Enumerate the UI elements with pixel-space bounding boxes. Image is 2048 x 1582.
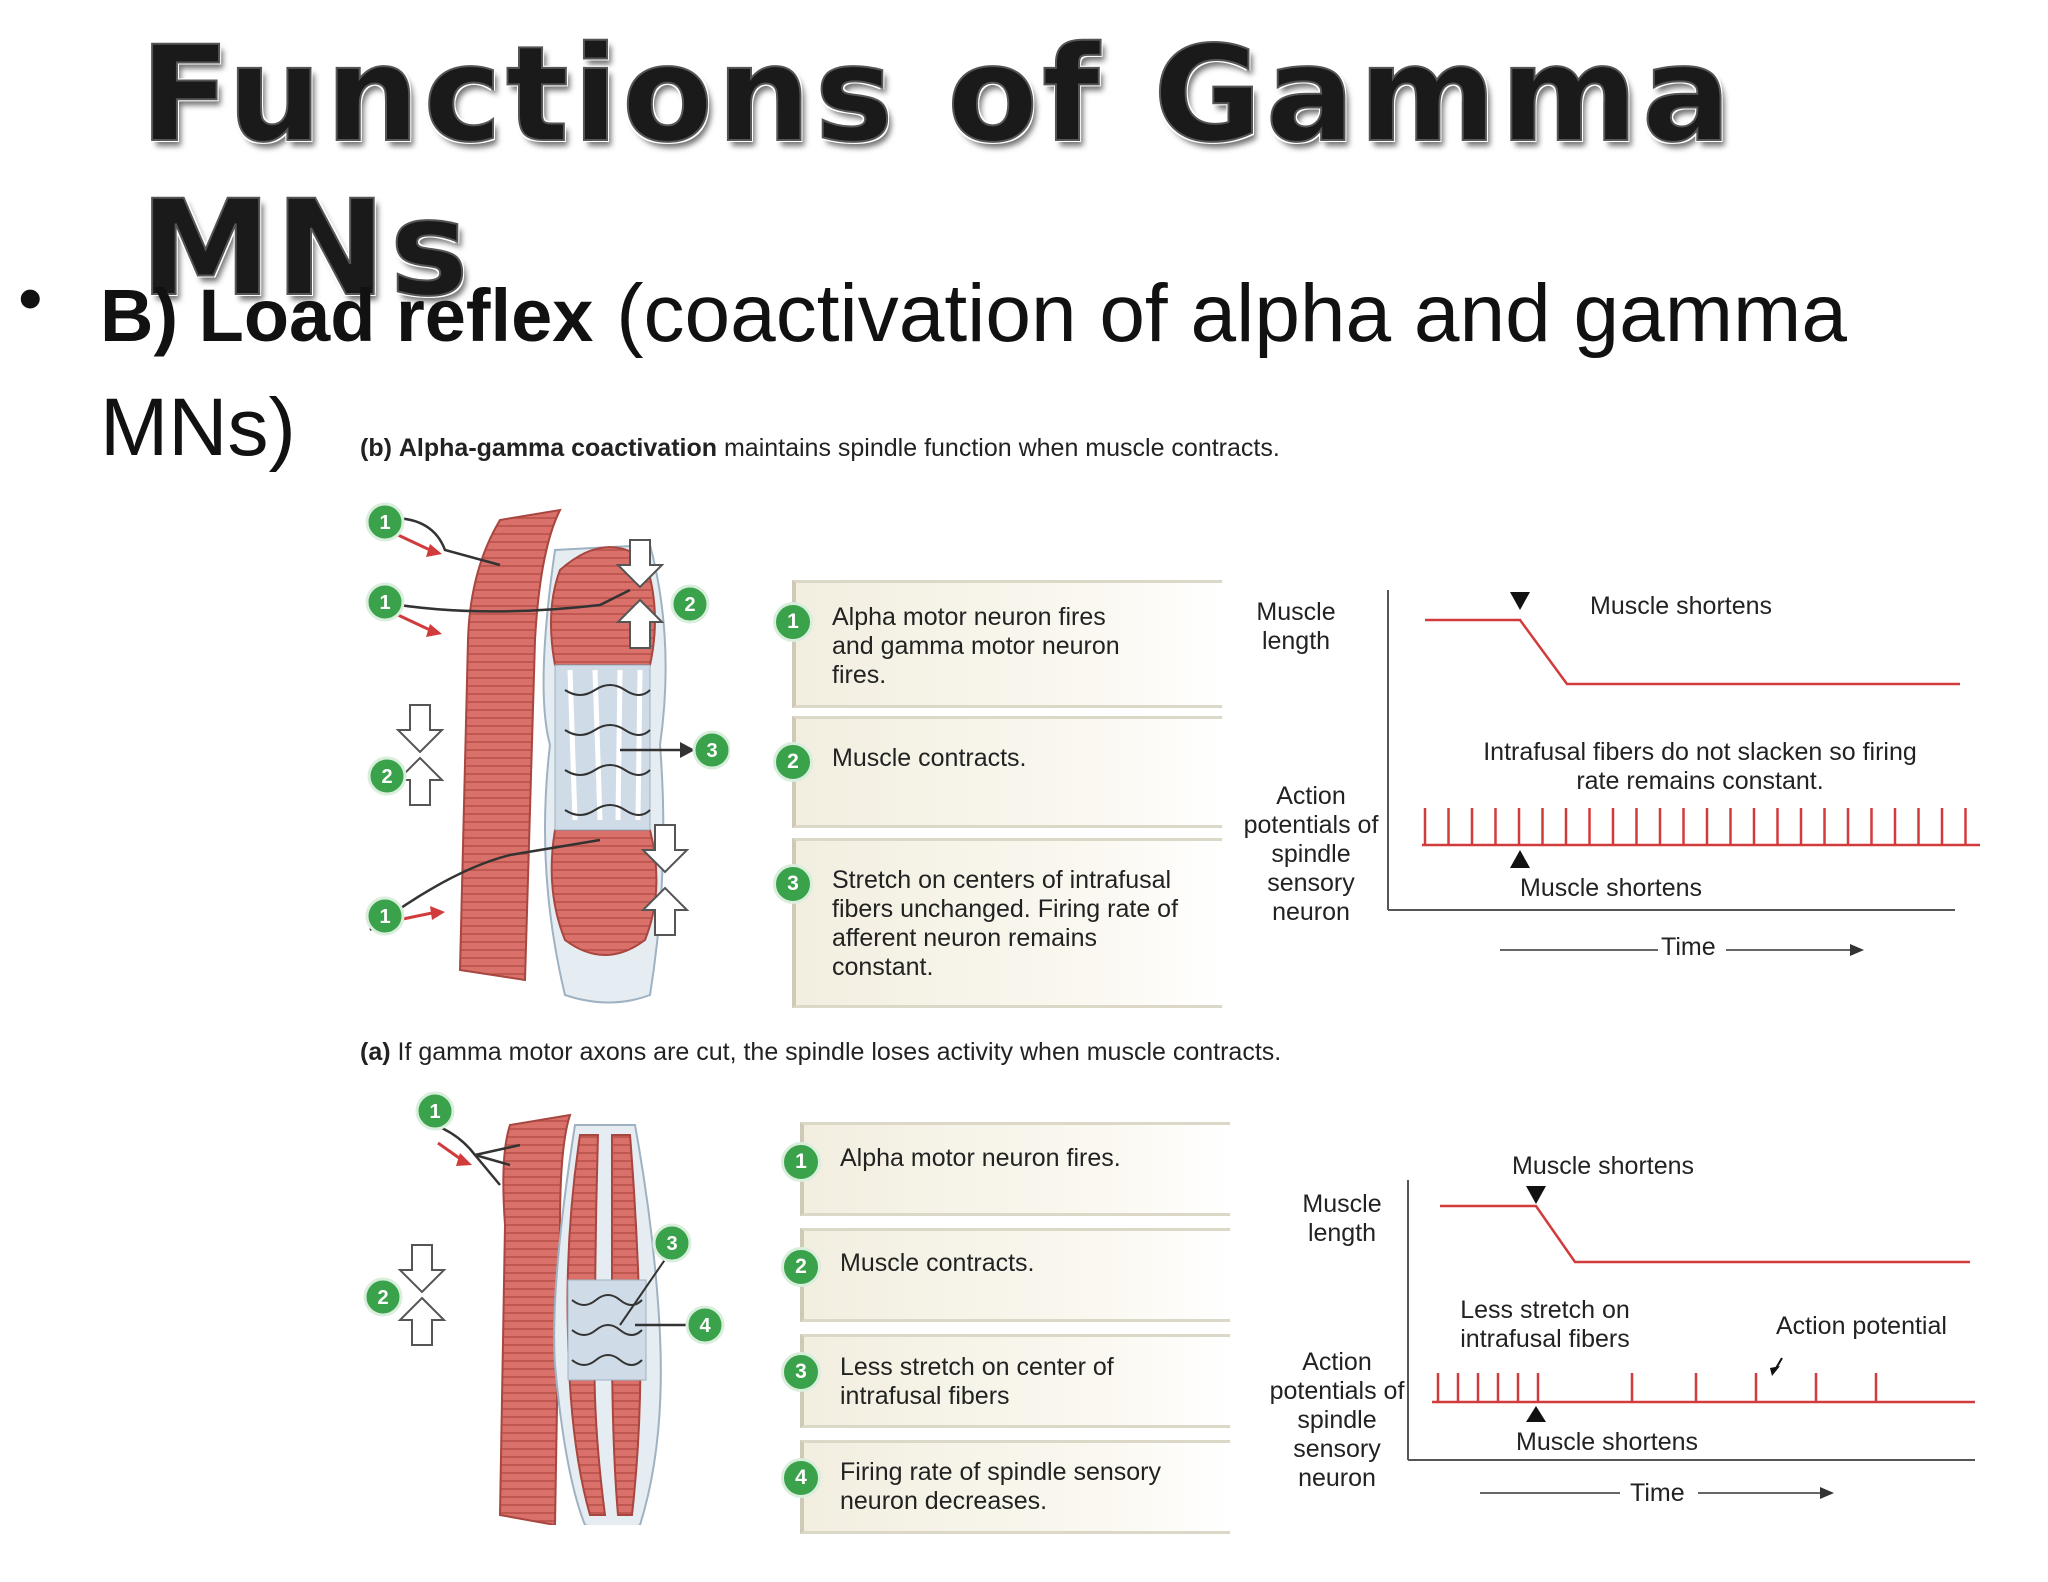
panel-a-step-4-number: 4 xyxy=(781,1458,821,1498)
panel-a-illustration-markers: 1 2 3 4 xyxy=(363,1091,725,1345)
panel-a-label-shortens-top: Muscle shortens xyxy=(1512,1152,1695,1180)
panel-a-step-1 xyxy=(800,1122,1230,1216)
panel-a-label-less-stretch: Less stretch on intrafusal fibers xyxy=(1460,1296,1630,1353)
panel-a-caption: (a) If gamma motor axons are cut, the sp… xyxy=(360,1038,1281,1067)
contraction-arrows xyxy=(395,539,690,936)
svg-text:4: 4 xyxy=(699,1315,711,1337)
panel-a-label-ap: Action potential xyxy=(1776,1312,1947,1340)
heading-bold: B) Load reflex xyxy=(100,274,594,357)
svg-text:1: 1 xyxy=(379,512,390,534)
panel-b-caption: (b) Alpha-gamma coactivation maintains s… xyxy=(360,434,1280,463)
contraction-arrows-a xyxy=(397,1244,447,1346)
panel-a-step-3-text: Less stretch on center of intrafusal fib… xyxy=(840,1353,1114,1410)
panel-b-step-3-number: 3 xyxy=(773,864,813,904)
panel-a-step-3 xyxy=(800,1334,1230,1428)
slide-heading: B) Load reflex (coactivation of alpha an… xyxy=(100,258,2040,484)
panel-a-step-1-number: 1 xyxy=(781,1142,821,1182)
panel-a-step-3-number: 3 xyxy=(781,1352,821,1392)
panel-a-muscle-length-trace xyxy=(1440,1204,1970,1264)
bullet-marker: • xyxy=(18,259,43,337)
panel-b-graph-ylabel-bottom: Action potentials of spindle sensory neu… xyxy=(1243,782,1379,926)
panel-a-action-potentials xyxy=(1436,1373,1878,1402)
panel-b-muscle-length-trace xyxy=(1425,618,1960,686)
panel-b-step-2 xyxy=(792,716,1222,828)
panel-a-graph xyxy=(1407,1180,1975,1499)
svg-text:2: 2 xyxy=(381,766,392,788)
svg-text:2: 2 xyxy=(377,1287,388,1309)
panel-a-caption-rest: If gamma motor axons are cut, the spindl… xyxy=(390,1038,1282,1066)
panel-a-muscle-illustration: 1 2 3 4 xyxy=(363,1091,725,1525)
panel-a-label-shortens-bottom: Muscle shortens xyxy=(1516,1428,1699,1456)
panel-b-graph xyxy=(1387,590,1980,956)
panel-b-caption-label: (b) xyxy=(360,434,392,462)
sensory-endings xyxy=(564,684,651,816)
panel-a-step-2 xyxy=(800,1228,1230,1322)
panel-b-xlabel: Time xyxy=(1655,933,1722,962)
panel-b-action-potentials xyxy=(1423,808,1967,845)
intrafusal-bottom xyxy=(550,829,658,956)
svg-text:3: 3 xyxy=(706,740,717,762)
sensory-endings-a xyxy=(571,1294,643,1366)
svg-text:1: 1 xyxy=(379,906,390,928)
svg-text:3: 3 xyxy=(666,1233,677,1255)
panel-b-step-1-number: 1 xyxy=(773,602,813,642)
panel-a-step-2-number: 2 xyxy=(781,1247,821,1287)
slide-title: Functions of Gamma MNs xyxy=(139,17,1735,327)
panel-b-label-shortens-top: Muscle shortens xyxy=(1590,592,1773,620)
extrafusal-fiber-a xyxy=(498,1113,572,1525)
panel-b-graph-ylabel-top: Muscle length xyxy=(1256,598,1336,655)
heading-rest: (coactivation of alpha and gamma MNs) xyxy=(100,268,1847,473)
panel-a-step-4-text: Firing rate of spindle sensory neuron de… xyxy=(840,1458,1161,1515)
panel-b-step-3 xyxy=(792,838,1222,1008)
panel-b-step-3-text: Stretch on centers of intrafusal fibers … xyxy=(832,866,1179,981)
panel-b-step-1 xyxy=(792,580,1222,708)
panel-b-illustration-markers: 1 1 2 1 2 3 xyxy=(365,502,730,936)
panel-b-step-1-text: Alpha motor neuron fires and gamma motor… xyxy=(832,603,1120,689)
extrafusal-fiber xyxy=(458,508,562,982)
spindle-center-a xyxy=(567,1279,647,1381)
panel-a-step-1-text: Alpha motor neuron fires. xyxy=(840,1144,1121,1172)
panel-b-step-2-text: Muscle contracts. xyxy=(832,744,1027,772)
panel-b-caption-bold: Alpha-gamma coactivation xyxy=(398,434,718,462)
panel-a-graph-ylabel-top: Muscle length xyxy=(1302,1190,1382,1247)
panel-b-muscle-illustration: 1 1 2 1 2 3 xyxy=(365,502,730,1004)
panel-b-caption-rest: maintains spindle function when muscle c… xyxy=(717,434,1280,462)
panel-a-caption-label: (a) xyxy=(360,1038,391,1066)
svg-text:2: 2 xyxy=(684,594,695,616)
panel-b-label-note: Intrafusal fibers do not slacken so firi… xyxy=(1483,738,1917,795)
panel-b-label-shortens-bottom: Muscle shortens xyxy=(1520,874,1703,902)
svg-text:1: 1 xyxy=(429,1101,440,1123)
panel-a-graph-ylabel-bottom: Action potentials of spindle sensory neu… xyxy=(1269,1348,1405,1492)
panel-b-step-2-number: 2 xyxy=(773,742,813,782)
panel-a-step-2-text: Muscle contracts. xyxy=(840,1249,1035,1277)
panel-a-xlabel: Time xyxy=(1624,1479,1691,1508)
svg-text:1: 1 xyxy=(379,592,390,614)
